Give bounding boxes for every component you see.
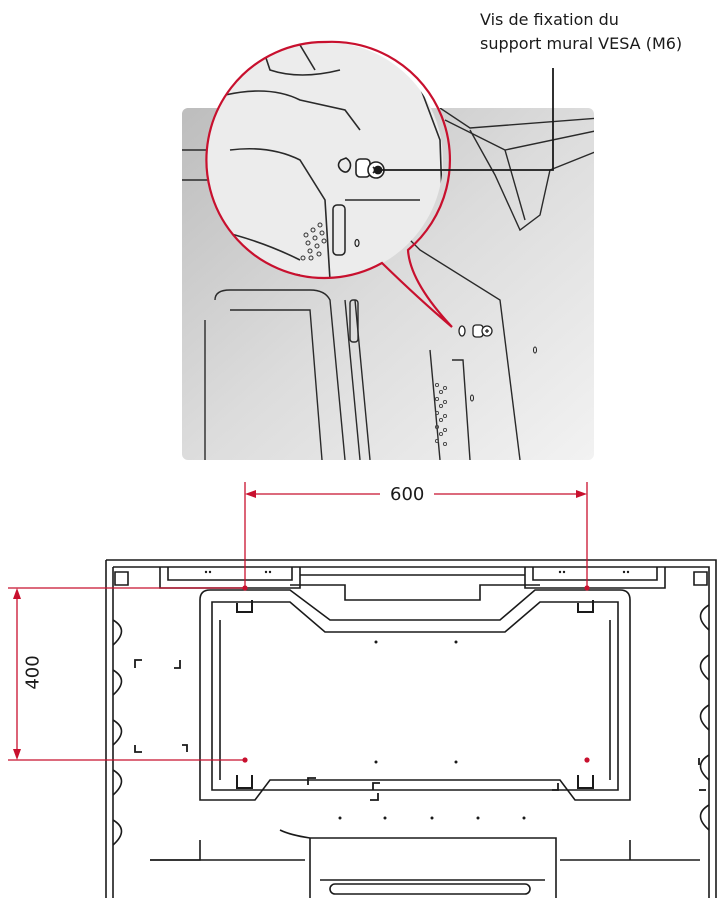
tv-back-drawing — [105, 559, 717, 898]
dimension-height-label: 400 — [22, 647, 44, 698]
mount-brackets — [134, 659, 706, 801]
callout-label: Vis de fixation du support mural VESA (M… — [480, 8, 720, 56]
callout-leader — [373, 68, 554, 175]
slot-shape — [332, 204, 346, 256]
vesa-holes — [242, 585, 590, 763]
vesa-hole-marks — [236, 600, 594, 789]
callout-label-line2: support mural VESA (M6) — [480, 34, 683, 53]
vent-holes-panel — [434, 382, 448, 447]
vent-holes-bubble — [300, 222, 327, 261]
screw-icon-panel — [458, 324, 493, 338]
dimension-lines — [8, 482, 588, 761]
callout-label-line1: Vis de fixation du — [480, 10, 619, 29]
dimension-width-label: 600 — [380, 484, 435, 505]
panel-dots — [204, 570, 630, 820]
